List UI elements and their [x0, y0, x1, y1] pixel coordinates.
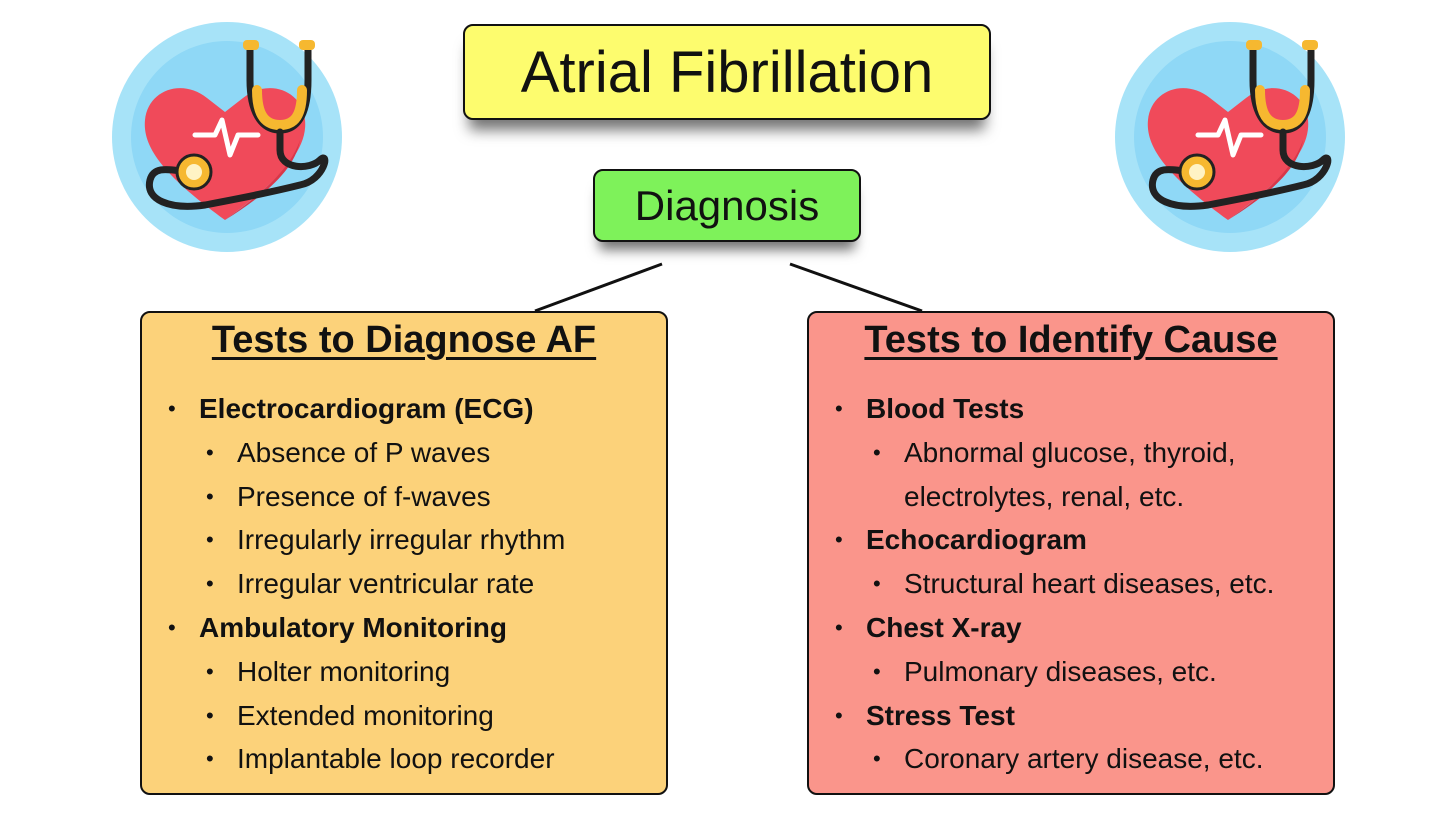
test-category: Blood Tests [866, 393, 1025, 424]
test-detail: Irregularly irregular rhythm [237, 524, 566, 556]
test-category: Electrocardiogram (ECG) [199, 393, 534, 424]
bullet-icon: • [835, 702, 843, 728]
page-title: Atrial Fibrillation [520, 39, 934, 105]
bullet-icon: • [206, 483, 214, 509]
test-category: Chest X-ray [866, 612, 1022, 643]
test-detail: Absence of P waves [237, 436, 491, 468]
connector-right [789, 262, 923, 313]
test-category: Echocardiogram [866, 524, 1087, 556]
tests-diagnose-panel: Tests to Diagnose AF • Electrocardiogram … [140, 311, 668, 795]
diagnosis-box: Diagnosis [593, 169, 861, 242]
bullet-icon: • [835, 615, 843, 640]
bullet-icon: • [835, 527, 843, 553]
bullet-icon: • [206, 571, 214, 597]
title-box: Atrial Fibrillation [463, 24, 991, 120]
connector-left [534, 262, 663, 313]
test-detail: Coronary artery disease, etc. [904, 743, 1264, 775]
bullet-icon: • [873, 571, 881, 597]
heart-stethoscope-icon [1115, 22, 1345, 252]
test-detail: Holter monitoring [237, 655, 451, 687]
panel-heading: Tests to Diagnose AF [211, 319, 597, 361]
bullet-icon: • [873, 439, 881, 465]
test-detail: Structural heart diseases, etc. [904, 568, 1275, 600]
test-detail: Irregular ventricular rate [237, 568, 535, 600]
bullet-icon: • [206, 527, 214, 553]
bullet-icon: • [206, 658, 214, 684]
bullet-icon: • [873, 658, 881, 684]
diagnosis-label: Diagnosis [634, 181, 820, 229]
test-detail: Presence of f-waves [237, 480, 491, 512]
bullet-icon: • [206, 746, 214, 772]
test-detail: Pulmonary diseases, etc. [904, 655, 1217, 687]
bullet-icon: • [873, 746, 881, 772]
panel-heading: Tests to Identify Cause [864, 319, 1278, 361]
test-detail: Abnormal glucose, thyroid, [904, 436, 1236, 468]
bullet-icon: • [168, 615, 176, 640]
test-detail: Implantable loop recorder [237, 743, 555, 775]
test-category: Ambulatory Monitoring [199, 612, 507, 643]
bullet-icon: • [168, 396, 176, 421]
bullet-icon: • [206, 439, 214, 465]
test-detail: electrolytes, renal, etc. [904, 480, 1185, 512]
tests-cause-panel: Tests to Identify Cause • Blood Tests • Abn… [807, 311, 1335, 795]
heart-stethoscope-icon [112, 22, 342, 252]
bullet-icon: • [206, 702, 214, 728]
test-category: Stress Test [866, 699, 1015, 731]
test-detail: Extended monitoring [237, 699, 494, 731]
bullet-icon: • [835, 396, 843, 421]
